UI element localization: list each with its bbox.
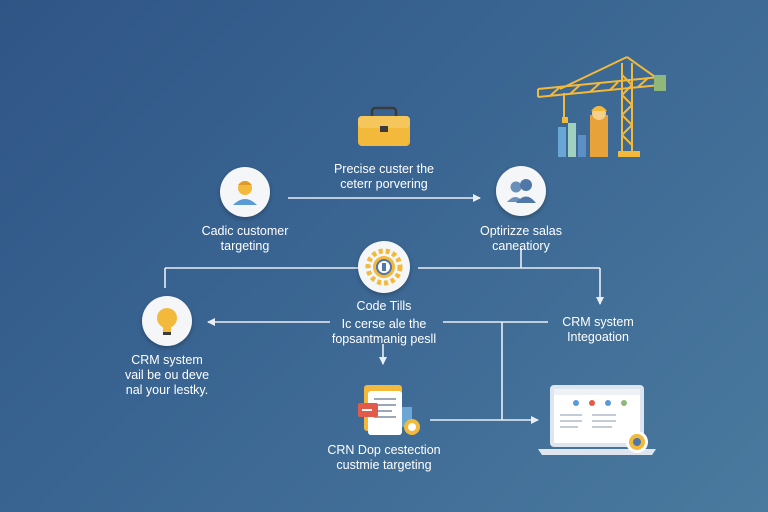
construction-crane-icon	[537, 56, 666, 157]
crm-integration-label: CRM system Integoation	[562, 315, 634, 344]
crm-system-bulb-node[interactable]	[142, 296, 192, 346]
documents-icon	[358, 385, 420, 435]
code-tills-node[interactable]	[358, 241, 410, 293]
crm-system-left-label: CRM system vail be ou deve nal your lest…	[124, 353, 210, 397]
person-icon	[233, 181, 257, 205]
team-icon	[507, 179, 536, 203]
laptop-dashboard-icon	[538, 385, 656, 455]
briefcase-icon	[358, 106, 410, 146]
code-tills-label: Code Tills Ic cerse ale the fopsantmanig…	[331, 299, 437, 346]
lightbulb-icon	[157, 308, 177, 335]
customer-targeting-label: Cadic customer targeting	[201, 224, 289, 253]
sales-optimization-label: Optirizze salas caneatiory	[480, 224, 562, 253]
precise-customer-label: Precise custer the ceterr porvering	[333, 162, 435, 191]
sales-optimization-node[interactable]	[496, 166, 546, 216]
crm-detection-label: CRN Dop cestection custmie targeting	[327, 443, 441, 472]
customer-targeting-node[interactable]	[220, 167, 270, 217]
gear-icon	[365, 248, 403, 286]
